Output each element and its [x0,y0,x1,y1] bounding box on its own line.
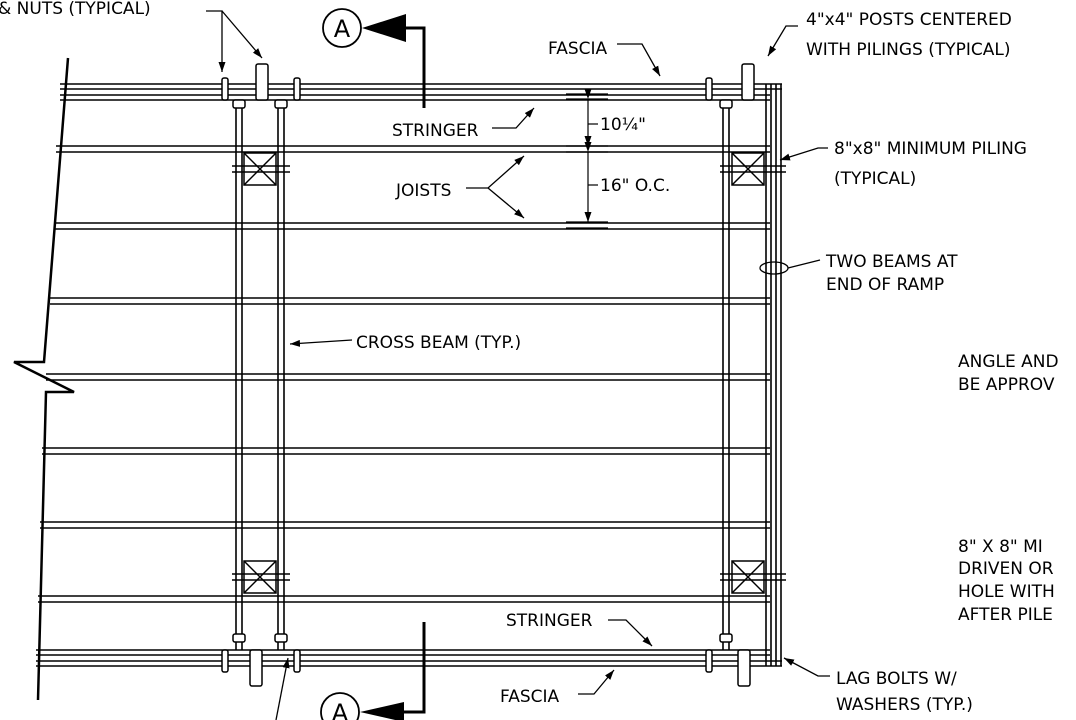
posts-label-line1: 4"x4" POSTS CENTERED [806,10,1012,30]
beams-label-line1: TWO BEAMS AT [825,252,958,272]
min-note-line2: DRIVEN OR [958,559,1054,579]
fascia-top-label: FASCIA [548,39,608,59]
piling-top-left [232,152,290,186]
min-note-line1: 8" X 8" MI [958,537,1043,557]
break-line [13,57,75,701]
leaders [206,10,830,720]
min-note-line4: AFTER PILE [958,605,1053,625]
stringer-bottom-label: STRINGER [506,611,593,631]
min-note-line3: HOLE WITH [958,582,1055,602]
lag-bolts-label-line2: WASHERS (TYP.) [836,695,973,715]
section-marker-bottom: A [320,622,426,720]
piling-bottom-right [720,560,786,594]
piling-bottom-left [232,560,290,594]
bolt-note-label: & NUTS (TYPICAL) [0,0,151,19]
lag-bolts-label-line1: LAG BOLTS W/ [836,669,957,689]
piling-label-line2: (TYPICAL) [834,169,916,189]
two-beams-callout [759,261,789,275]
bolts [221,63,755,687]
stringer-top-label: STRINGER [392,121,479,141]
framing-horizontal [36,83,782,667]
section-marker-top: A [322,8,426,108]
joists-label: JOISTS [395,181,451,201]
cross-beam-label: CROSS BEAM (TYP.) [356,333,521,353]
angle-note-line2: BE APPROV [958,375,1055,395]
dimension-joist-spacing: 16" O.C. [600,176,670,196]
fascia-bottom-label: FASCIA [500,687,560,707]
piling-top-right [720,152,786,186]
piling-label-line1: 8"x8" MINIMUM PILING [834,139,1027,159]
dimensions [566,89,608,229]
section-marker-label: A [332,699,349,720]
pilings [232,152,786,594]
dimension-fascia-to-joist: 10¼" [600,115,646,135]
posts-label-line2: WITH PILINGS (TYPICAL) [806,40,1011,60]
angle-note-line1: ANGLE AND [958,352,1059,372]
beams-label-line2: END OF RAMP [826,275,944,295]
section-marker-label: A [334,15,351,43]
framing-vertical [235,84,782,666]
